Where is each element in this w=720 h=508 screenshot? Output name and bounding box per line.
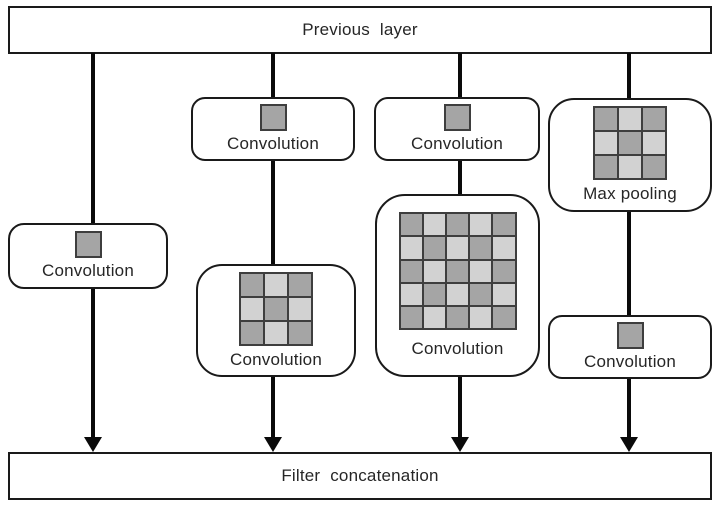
kernel-cell bbox=[400, 237, 422, 259]
connector-line bbox=[627, 211, 631, 316]
kernel-1x1-icon bbox=[259, 104, 287, 132]
arrowhead-down-icon bbox=[451, 437, 469, 452]
kernel-cell bbox=[423, 307, 445, 329]
kernel-cell bbox=[493, 260, 515, 282]
kernel-cell bbox=[619, 108, 641, 131]
kernel-cell bbox=[289, 297, 311, 320]
kernel-cell bbox=[470, 307, 492, 329]
kernel-cell bbox=[493, 237, 515, 259]
kernel-cell bbox=[265, 321, 287, 344]
kernel-cell bbox=[241, 273, 263, 296]
connector-line bbox=[627, 378, 631, 440]
previous-layer-bar: Previous layer bbox=[8, 6, 712, 54]
kernel-cell bbox=[595, 156, 617, 179]
branch2-conv3x3-node: Convolution bbox=[196, 264, 356, 377]
kernel-cell bbox=[446, 260, 469, 282]
kernel-cell bbox=[400, 214, 422, 236]
kernel-cell bbox=[265, 273, 287, 296]
node-label: Convolution bbox=[411, 134, 503, 154]
kernel-cell bbox=[241, 321, 263, 344]
kernel-cell bbox=[446, 214, 469, 236]
node-label: Convolution bbox=[230, 349, 322, 369]
kernel-cell bbox=[289, 273, 311, 296]
branch1-conv1x1-node: Convolution bbox=[8, 223, 168, 289]
node-label: Convolution bbox=[411, 339, 504, 359]
kernel-cell bbox=[470, 260, 492, 282]
kernel-cell bbox=[595, 132, 617, 155]
connector-line bbox=[91, 288, 95, 440]
kernel-3x3-icon bbox=[239, 271, 313, 346]
branch4-maxpool3x3-node: Max pooling bbox=[548, 98, 712, 212]
kernel-cell bbox=[619, 132, 641, 155]
kernel-5x5-icon bbox=[398, 212, 517, 331]
connector-line bbox=[91, 53, 95, 223]
kernel-cell bbox=[643, 156, 665, 179]
kernel-1x1-icon bbox=[616, 322, 644, 350]
node-label: Convolution bbox=[584, 352, 676, 372]
kernel-cell bbox=[643, 108, 665, 131]
kernel-cell bbox=[445, 106, 469, 130]
kernel-3x3-icon bbox=[593, 106, 667, 181]
kernel-cell bbox=[643, 132, 665, 155]
connector-line bbox=[627, 53, 631, 99]
kernel-cell bbox=[76, 233, 100, 257]
branch3-conv5x5-node: Convolution bbox=[375, 194, 540, 377]
kernel-cell bbox=[470, 214, 492, 236]
kernel-cell bbox=[446, 283, 469, 306]
kernel-cell bbox=[400, 307, 422, 329]
kernel-cell bbox=[618, 324, 642, 348]
branch2-conv1x1-node: Convolution bbox=[191, 97, 355, 161]
connector-line bbox=[271, 376, 275, 440]
kernel-cell bbox=[619, 156, 641, 179]
kernel-cell bbox=[493, 307, 515, 329]
connector-line bbox=[271, 160, 275, 265]
kernel-1x1-icon bbox=[443, 104, 471, 132]
connector-line bbox=[458, 53, 462, 98]
kernel-cell bbox=[241, 297, 263, 320]
kernel-cell bbox=[423, 260, 445, 282]
previous-layer-label: Previous layer bbox=[302, 20, 418, 39]
kernel-cell bbox=[446, 307, 469, 329]
kernel-cell bbox=[470, 237, 492, 259]
kernel-cell bbox=[265, 297, 287, 320]
node-label: Convolution bbox=[42, 261, 134, 281]
kernel-cell bbox=[595, 108, 617, 131]
kernel-cell bbox=[289, 321, 311, 344]
node-label: Convolution bbox=[227, 134, 319, 154]
connector-line bbox=[271, 53, 275, 98]
kernel-cell bbox=[470, 283, 492, 306]
filter-concatenation-bar: Filter concatenation bbox=[8, 452, 712, 500]
node-label: Max pooling bbox=[583, 184, 677, 204]
branch3-conv1x1-node: Convolution bbox=[374, 97, 540, 161]
branch4-conv1x1-node: Convolution bbox=[548, 315, 712, 379]
connector-line bbox=[458, 376, 462, 440]
kernel-cell bbox=[493, 283, 515, 306]
kernel-cell bbox=[261, 106, 285, 130]
kernel-1x1-icon bbox=[74, 231, 102, 259]
arrowhead-down-icon bbox=[84, 437, 102, 452]
kernel-cell bbox=[446, 237, 469, 259]
arrowhead-down-icon bbox=[620, 437, 638, 452]
connector-line bbox=[458, 160, 462, 196]
kernel-cell bbox=[400, 283, 422, 306]
filter-concatenation-label: Filter concatenation bbox=[281, 466, 439, 485]
kernel-cell bbox=[423, 283, 445, 306]
kernel-cell bbox=[423, 237, 445, 259]
kernel-cell bbox=[423, 214, 445, 236]
kernel-cell bbox=[493, 214, 515, 236]
arrowhead-down-icon bbox=[264, 437, 282, 452]
kernel-cell bbox=[400, 260, 422, 282]
